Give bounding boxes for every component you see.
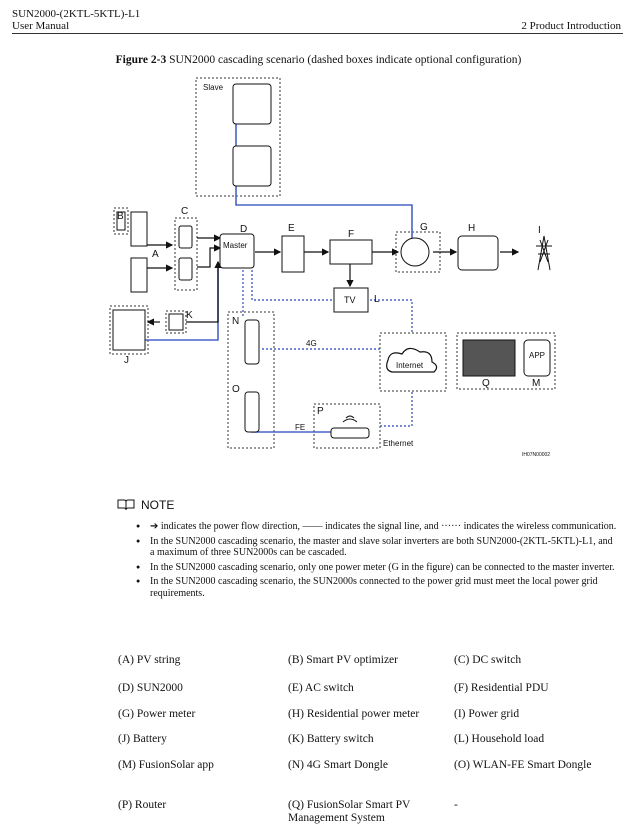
legend-item-e: (E) AC switch — [288, 682, 354, 694]
legend-item-m: (M) FusionSolar app — [118, 759, 214, 771]
battery-switch-k — [168, 313, 184, 331]
label-slave: Slave — [203, 83, 224, 92]
header-chapter: 2 Product Introduction — [521, 20, 621, 32]
letter-l: L — [374, 294, 380, 305]
label-fe: FE — [295, 423, 305, 432]
legend-item-b: (B) Smart PV optimizer — [288, 654, 398, 666]
legend-item-empty: - — [454, 799, 458, 811]
letter-o: O — [232, 384, 240, 395]
wireless-router-internet — [380, 391, 413, 427]
letter-j: J — [124, 355, 129, 366]
slave-inverter-1 — [232, 83, 272, 125]
pv-panel-a1 — [130, 211, 148, 247]
mgmt-box — [456, 332, 556, 390]
letter-f: F — [348, 229, 354, 240]
letter-c: C — [181, 206, 188, 217]
dc-switch-2 — [178, 257, 193, 281]
label-ethernet: Ethernet — [383, 439, 414, 448]
legend-item-j: (J) Battery — [118, 733, 167, 745]
letter-h: H — [468, 223, 475, 234]
tv-load — [333, 287, 369, 313]
figure-caption: Figure 2-3 SUN2000 cascading scenario (d… — [0, 54, 637, 66]
note-item: ➔ indicates the power flow direction, ——… — [136, 521, 618, 533]
transmission-tower-icon — [536, 235, 552, 271]
arrow-icon: ➔ — [150, 521, 161, 532]
legend-item-d: (D) SUN2000 — [118, 682, 183, 694]
router-box — [313, 403, 381, 449]
legend-item-l: (L) Household load — [454, 733, 545, 745]
letter-e: E — [288, 223, 295, 234]
ac-switch — [281, 235, 305, 273]
optimizer-b — [116, 211, 126, 231]
letter-p: P — [317, 406, 324, 417]
pv-panel-a2 — [130, 257, 148, 293]
label-master: Master — [223, 241, 248, 250]
header-product: SUN2000-(2KTL-5KTL)-L1 — [12, 8, 141, 20]
label-tv: TV — [344, 295, 356, 305]
figure-caption-text: SUN2000 cascading scenario (dashed boxes… — [169, 54, 522, 66]
note-item: In the SUN2000 cascading scenario, the S… — [136, 576, 618, 599]
power-flow-c-d2 — [197, 244, 222, 268]
battery-switch-box — [165, 310, 187, 334]
battery-j — [112, 309, 146, 351]
letter-q: Q — [482, 378, 490, 389]
letter-i: I — [538, 225, 541, 236]
letter-a: A — [152, 249, 159, 260]
legend-item-q: (Q) FusionSolar Smart PV Management Syst… — [288, 799, 411, 824]
letter-g: G — [420, 222, 428, 233]
internet-box — [379, 332, 447, 392]
note-item: In the SUN2000 cascading scenario, the m… — [136, 536, 618, 559]
header-manual: User Manual — [12, 20, 70, 32]
note-list: ➔ indicates the power flow direction, ——… — [136, 521, 618, 602]
letter-m: M — [532, 378, 540, 389]
book-icon — [117, 499, 135, 511]
letter-d: D — [240, 224, 247, 235]
app-icon — [523, 339, 551, 377]
power-flow-k-d — [186, 260, 222, 323]
label-internet: Internet — [396, 361, 424, 370]
legend-item-c: (C) DC switch — [454, 654, 522, 666]
legend-item-k: (K) Battery switch — [288, 733, 374, 745]
label-figure-code: IH07N00002 — [522, 452, 550, 458]
residential-meter-h — [457, 235, 499, 271]
note-heading: NOTE — [117, 498, 174, 512]
dongle-group-box — [227, 311, 275, 449]
wifi-icon — [342, 415, 358, 423]
legend-item-h: (H) Residential power meter — [288, 708, 420, 720]
battery-box — [109, 305, 149, 355]
label-app: APP — [529, 351, 545, 360]
note-item: In the SUN2000 cascading scenario, only … — [136, 562, 618, 574]
slave-inverter-2 — [232, 145, 272, 187]
dongle-wlan — [244, 391, 260, 433]
legend-item-g: (G) Power meter — [118, 708, 196, 720]
cloud-icon — [386, 347, 438, 373]
legend-item-o: (O) WLAN-FE Smart Dongle — [454, 759, 592, 771]
dc-switch-1 — [178, 225, 193, 249]
figure-number: Figure 2-3 — [115, 54, 167, 66]
label-4g: 4G — [306, 339, 317, 348]
mgmt-screen — [462, 339, 516, 377]
residential-pdu — [329, 239, 373, 265]
letter-b: B — [117, 211, 124, 222]
letter-k: K — [186, 310, 193, 321]
note-title: NOTE — [141, 498, 175, 512]
legend-item-n: (N) 4G Smart Dongle — [288, 759, 388, 771]
wireless-link-d — [251, 266, 413, 333]
legend-item-i: (I) Power grid — [454, 708, 520, 720]
router — [330, 427, 370, 439]
dongle-4g — [244, 319, 260, 365]
legend-item-a: (A) PV string — [118, 654, 181, 666]
legend-item-f: (F) Residential PDU — [454, 682, 549, 694]
power-meter-g — [400, 237, 430, 267]
master-inverter — [219, 233, 255, 269]
header-rule — [12, 33, 623, 34]
legend-item-p: (P) Router — [118, 799, 167, 811]
dc-switch-box — [174, 217, 198, 291]
slave-group-box — [195, 77, 281, 197]
letter-n: N — [232, 316, 239, 327]
